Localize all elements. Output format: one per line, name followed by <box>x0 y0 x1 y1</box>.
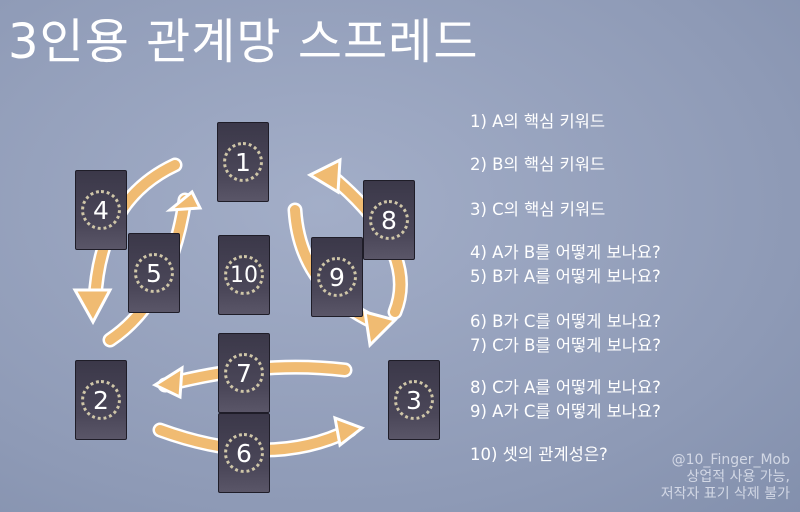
question-1: 1) A의 핵심 키워드 <box>470 112 606 131</box>
card-1: 1 <box>217 122 269 202</box>
card-number: 8 <box>369 200 409 240</box>
card-number: 2 <box>81 380 121 420</box>
question-2: 2) B의 핵심 키워드 <box>470 155 606 174</box>
question-4: 4) A가 B를 어떻게 보나요? <box>470 243 661 262</box>
card-number: 7 <box>224 353 264 393</box>
card-number: 5 <box>134 253 174 293</box>
card-10: 10 <box>218 235 270 315</box>
card-number: 10 <box>224 255 264 295</box>
question-3: 3) C의 핵심 키워드 <box>470 200 606 219</box>
card-8: 8 <box>363 180 415 260</box>
credit-handle: @10_Finger_Mob <box>671 452 790 468</box>
card-5: 5 <box>128 233 180 313</box>
credit-line: 상업적 사용 가능, <box>686 469 790 485</box>
card-9: 9 <box>311 237 363 317</box>
card-number: 9 <box>317 257 357 297</box>
question-9: 9) A가 C를 어떻게 보나요? <box>470 402 661 421</box>
card-7: 7 <box>218 333 270 413</box>
card-6: 6 <box>218 413 270 493</box>
page-title: 3인용 관계망 스프레드 <box>8 14 479 70</box>
card-2: 2 <box>75 360 127 440</box>
card-number: 1 <box>223 142 263 182</box>
question-5: 5) B가 A를 어떻게 보나요? <box>470 267 661 286</box>
card-number: 4 <box>81 190 121 230</box>
credit-line: 저작자 표기 삭제 불가 <box>660 486 790 502</box>
question-8: 8) C가 A를 어떻게 보나요? <box>470 378 661 397</box>
card-number: 3 <box>394 380 434 420</box>
card-3: 3 <box>388 360 440 440</box>
card-number: 6 <box>224 433 264 473</box>
question-10: 10) 셋의 관계성은? <box>470 445 608 464</box>
card-4: 4 <box>75 170 127 250</box>
credit: @10_Finger_Mob 상업적 사용 가능, 저작자 표기 삭제 불가 <box>661 452 790 503</box>
question-6: 6) B가 C를 어떻게 보나요? <box>470 312 661 331</box>
question-7: 7) C가 B를 어떻게 보나요? <box>470 336 661 355</box>
